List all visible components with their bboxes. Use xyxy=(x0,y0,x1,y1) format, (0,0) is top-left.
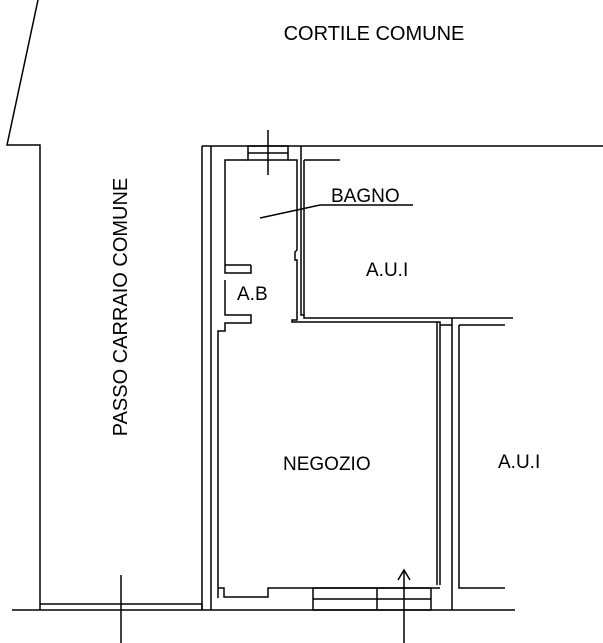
driveway-label: PASSO CARRAIO COMUNE xyxy=(110,178,132,437)
other-unit-top-label: A.U.I xyxy=(366,260,408,281)
bathroom-label: BAGNO xyxy=(331,186,400,207)
antibathroom-label: A.B xyxy=(237,284,268,305)
site-boundary-line xyxy=(6,0,41,610)
courtyard-label: CORTILE COMUNE xyxy=(284,23,465,45)
other-unit-right-label: A.U.I xyxy=(498,452,540,473)
shop-bottom-wall xyxy=(218,587,440,598)
shop-label: NEGOZIO xyxy=(283,454,371,475)
bathroom-leader-line xyxy=(259,204,413,219)
bathroom-wall xyxy=(224,159,252,274)
